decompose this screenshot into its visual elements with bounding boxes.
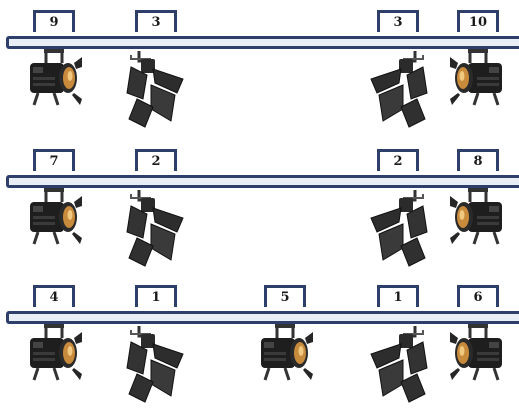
- lighting-pipe: [6, 175, 519, 188]
- fixture-number-label: 7: [33, 149, 75, 171]
- fresnel-light-icon: [255, 324, 315, 384]
- fixture-number-label: 1: [135, 285, 177, 307]
- fresnel-light-icon: [24, 49, 84, 109]
- barndoor-spotlight-icon: [359, 188, 437, 268]
- fixture-number-label: 5: [264, 285, 306, 307]
- barndoor-spotlight-icon: [117, 324, 195, 404]
- fresnel-light-icon: [448, 188, 508, 248]
- fixture-number-label: 6: [457, 285, 499, 307]
- fixture-number-label: 8: [457, 149, 499, 171]
- fresnel-light-icon: [448, 324, 508, 384]
- barndoor-spotlight-icon: [359, 324, 437, 404]
- barndoor-spotlight-icon: [117, 49, 195, 129]
- fixture-number-label: 4: [33, 285, 75, 307]
- fresnel-light-icon: [448, 49, 508, 109]
- barndoor-spotlight-icon: [359, 49, 437, 129]
- lighting-pipe: [6, 311, 519, 324]
- barndoor-spotlight-icon: [117, 188, 195, 268]
- fixture-number-label: 2: [377, 149, 419, 171]
- fixture-number-label: 2: [135, 149, 177, 171]
- fresnel-light-icon: [24, 188, 84, 248]
- fixture-number-label: 10: [457, 10, 499, 32]
- fixture-number-label: 3: [135, 10, 177, 32]
- fresnel-light-icon: [24, 324, 84, 384]
- fixture-number-label: 1: [377, 285, 419, 307]
- fixture-number-label: 3: [377, 10, 419, 32]
- fixture-number-label: 9: [33, 10, 75, 32]
- lighting-pipe: [6, 36, 519, 49]
